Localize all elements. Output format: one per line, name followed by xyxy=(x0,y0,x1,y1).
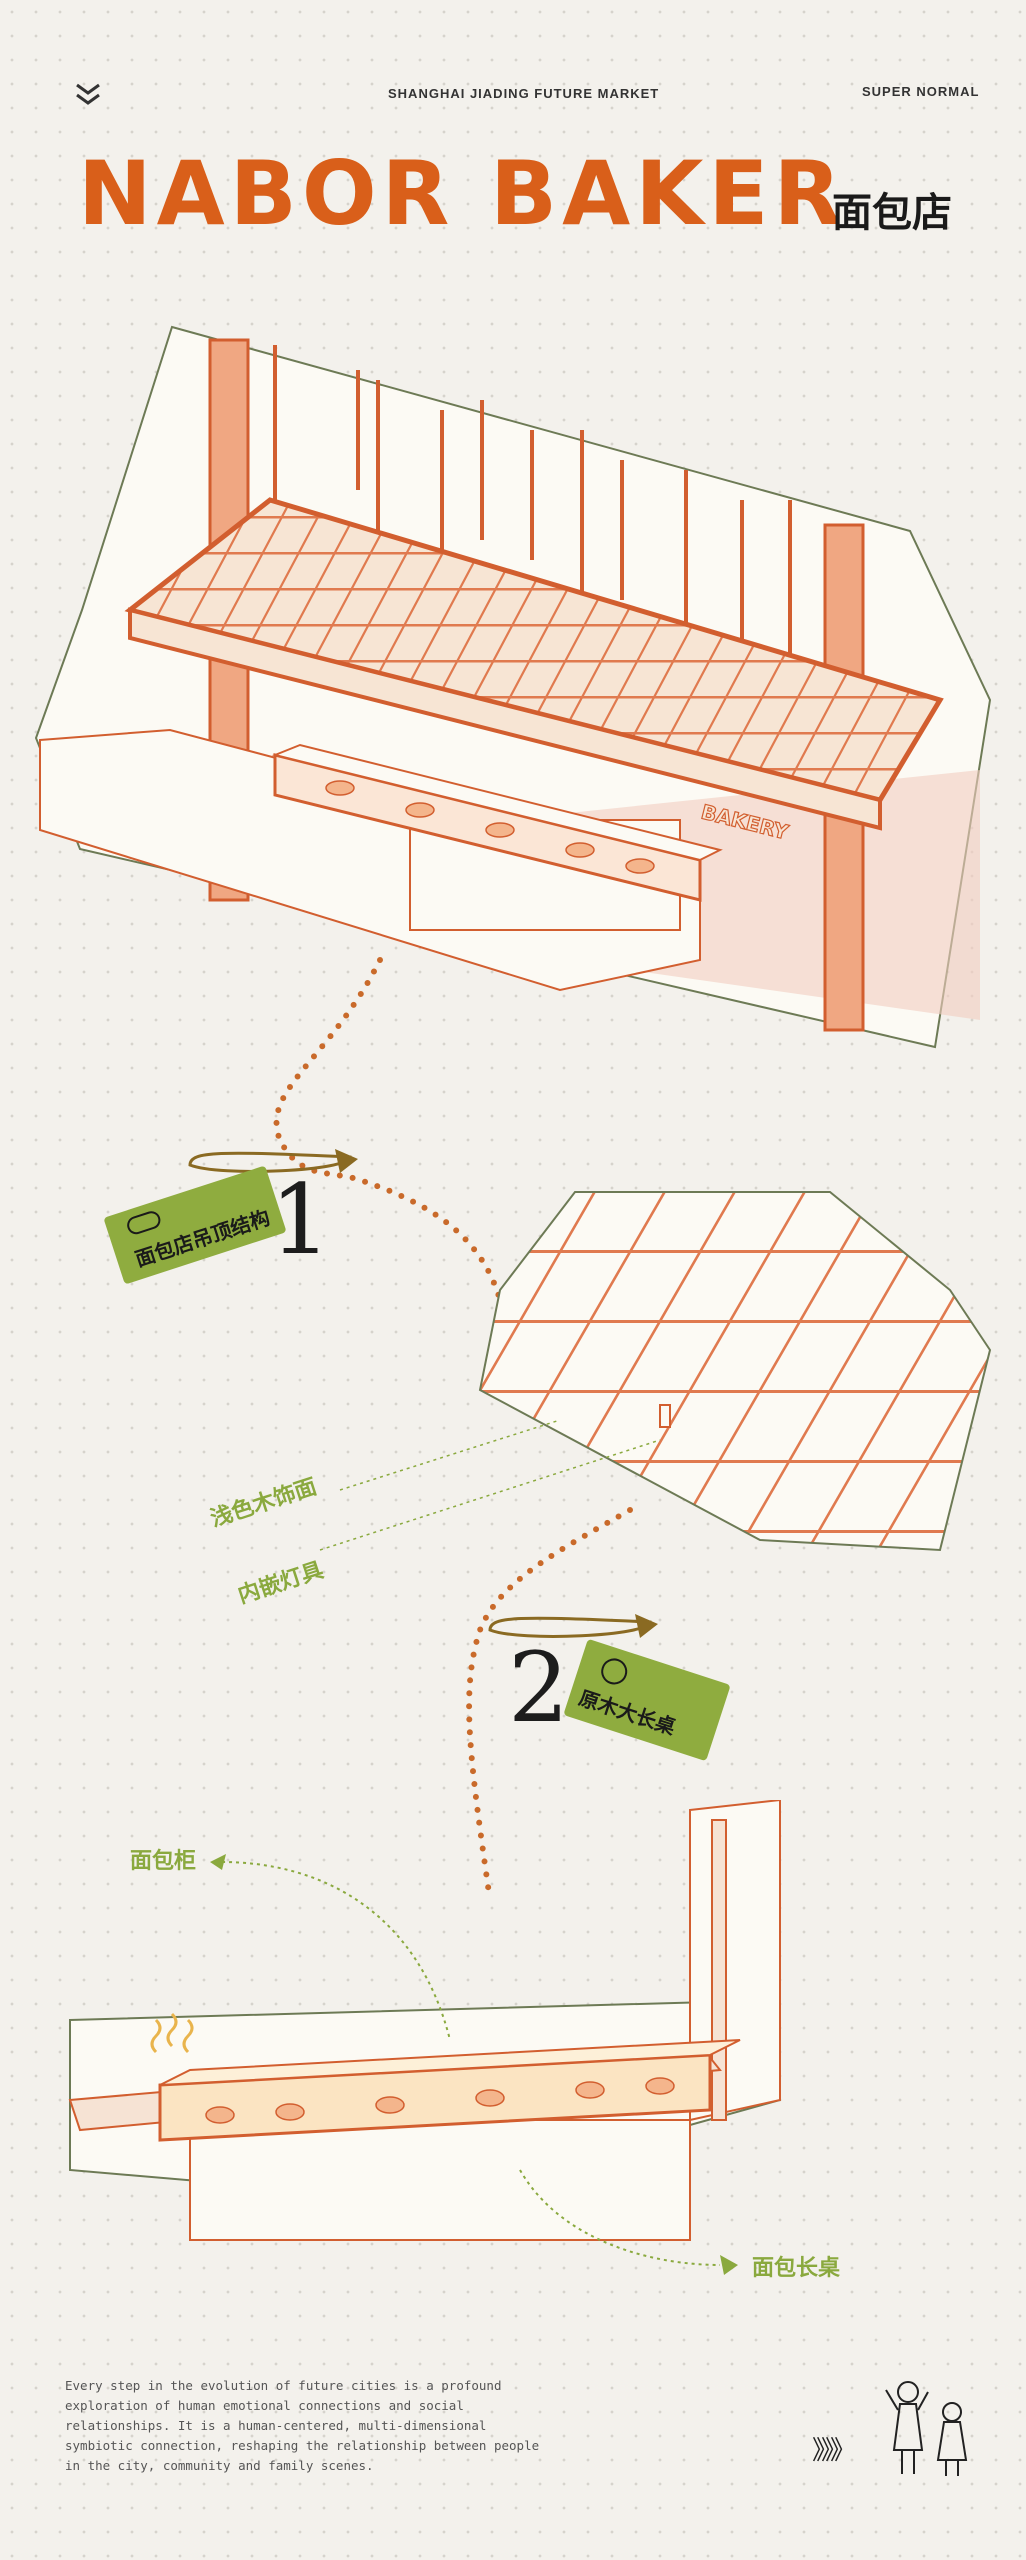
bagel-icon xyxy=(597,1655,631,1688)
ceiling-detail-illustration xyxy=(478,1191,992,1552)
dotted-connector-1 xyxy=(273,957,633,1903)
table-detail-illustration xyxy=(68,1800,781,2241)
description-line: in the city, community and family scenes… xyxy=(65,2458,374,2473)
step-2-number: 2 xyxy=(508,1632,570,1744)
page-title: NABOR BAKER xyxy=(78,142,847,245)
bread-icon xyxy=(124,1208,163,1237)
label-bread-table: 面包长桌 xyxy=(752,2256,841,2281)
safety-pin-1-icon xyxy=(188,1149,358,1173)
leader-lines-1 xyxy=(319,1419,661,1551)
safety-pin-2-icon xyxy=(488,1614,658,1638)
bakery-structure-illustration: BAKERY xyxy=(34,325,992,1049)
people-illustration xyxy=(885,2381,968,2476)
footer-description: Every step in the evolution of future ci… xyxy=(65,2376,585,2476)
page-title-cn: 面包店 xyxy=(832,190,952,236)
step-1-number: 1 xyxy=(270,1164,332,1276)
label-bread-cabinet: 面包柜 xyxy=(130,1849,197,1874)
brand-name: SUPER NORMAL xyxy=(862,84,980,99)
description-line: relationships. It is a human-centered, m… xyxy=(65,2418,487,2433)
description-line: exploration of human emotional connectio… xyxy=(65,2398,464,2413)
arrows-icon: 》》》 xyxy=(812,2436,856,2466)
project-name: SHANGHAI JIADING FUTURE MARKET xyxy=(388,86,660,101)
description-line: symbiotic connection, reshaping the rela… xyxy=(65,2438,540,2453)
leader-lines-2 xyxy=(210,1854,738,2275)
description-line: Every step in the evolution of future ci… xyxy=(65,2378,502,2393)
chevron-down-icon[interactable] xyxy=(74,82,102,108)
